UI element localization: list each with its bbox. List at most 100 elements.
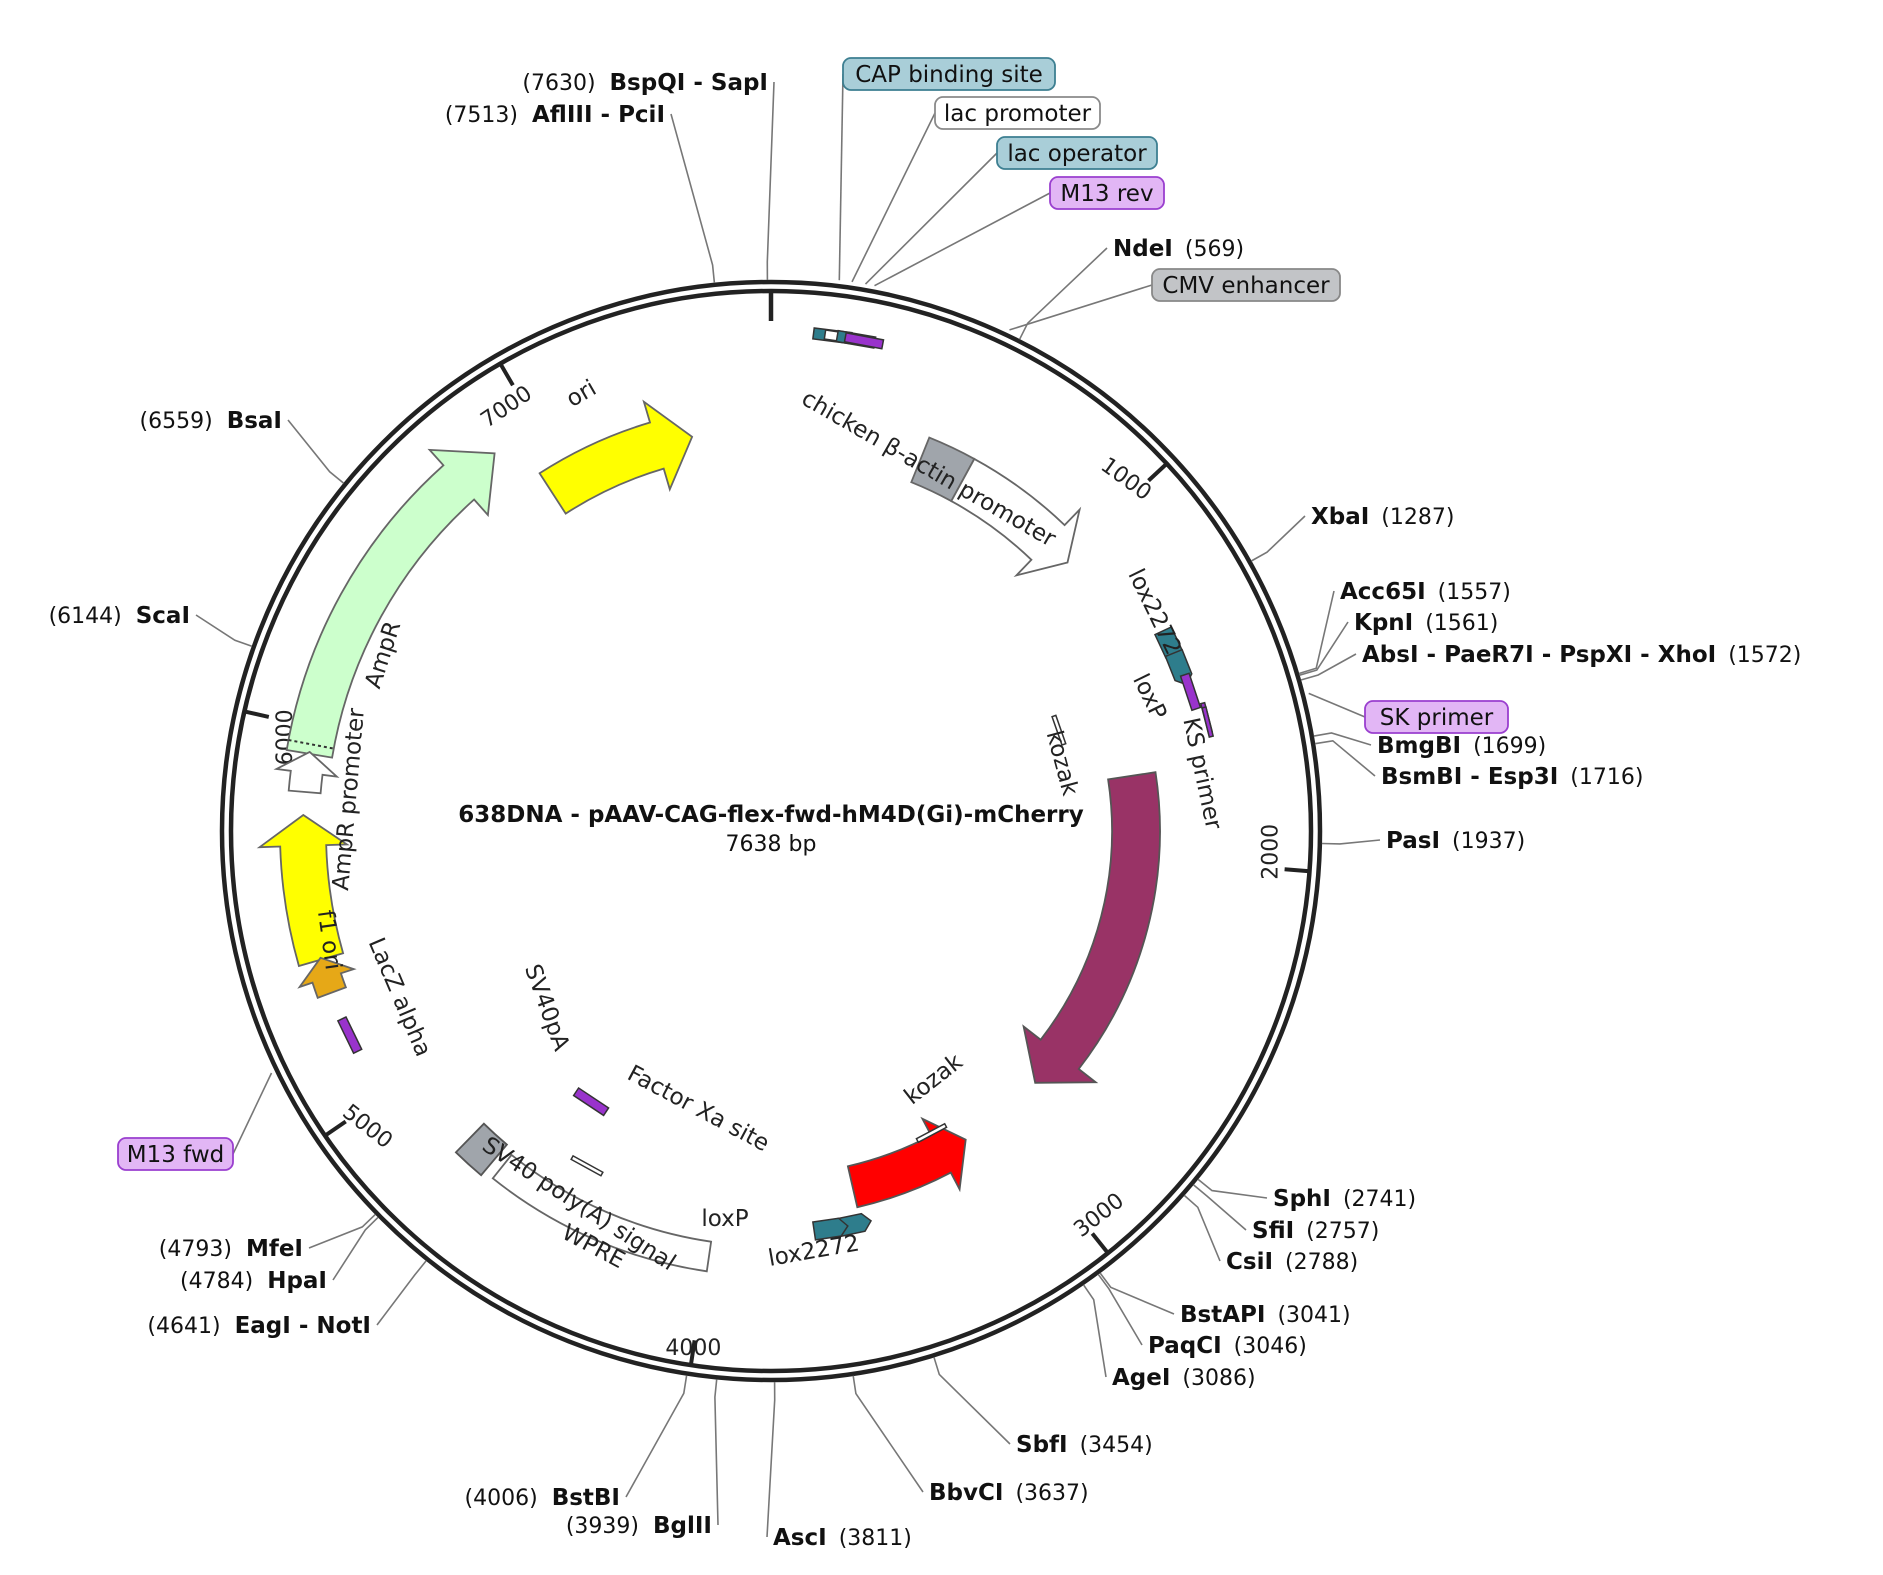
site-position: (3454) xyxy=(1080,1433,1153,1458)
site-label: (3939) BglII xyxy=(566,1513,712,1539)
site-label: (4793)MfeI xyxy=(159,1236,303,1262)
site-leader xyxy=(1097,1273,1143,1346)
site-position: (569) xyxy=(1185,237,1244,262)
sv40pa-mark xyxy=(572,1086,610,1117)
wpre-box xyxy=(491,1153,713,1273)
dreadd-arrow xyxy=(1022,771,1161,1084)
m13-fwd-mark xyxy=(336,1015,363,1055)
site-leader xyxy=(714,1379,719,1526)
site-leader xyxy=(1197,1178,1268,1199)
site-leader xyxy=(195,614,253,648)
site-position: (1561) xyxy=(1425,611,1498,636)
lacz-alpha-arrow xyxy=(297,956,357,999)
loxp-bottom-label: loxP xyxy=(701,1206,748,1232)
lacz-alpha-label: LacZ alpha xyxy=(363,934,436,1061)
callout-leader xyxy=(864,152,998,285)
backbone-outer xyxy=(219,279,1323,1383)
kozak-bottom-mark xyxy=(915,1122,948,1144)
site-leader xyxy=(852,1375,924,1493)
site-position: (4784) xyxy=(180,1269,253,1294)
site-label: XbaI(1287) xyxy=(1311,504,1454,530)
tick-mark xyxy=(1284,867,1310,874)
callout-label: CAP binding site xyxy=(855,62,1043,88)
site-name: PaqCI xyxy=(1148,1333,1222,1359)
site-label: PasI(1937) xyxy=(1386,828,1525,854)
site-leader xyxy=(625,1375,688,1498)
site-label: SphI(2741) xyxy=(1273,1186,1416,1212)
callout-box xyxy=(996,136,1158,170)
site-position: (3939) xyxy=(566,1514,639,1539)
tick-label: 4000 xyxy=(665,1336,721,1361)
site-leader xyxy=(1250,515,1306,562)
site-label: (7513)AflIII - PciI xyxy=(445,102,665,128)
small-features xyxy=(336,327,1215,1241)
tick-label: 5000 xyxy=(338,1100,398,1154)
site-leader xyxy=(287,419,345,484)
site-label: BmgBI (1699) xyxy=(1377,733,1546,759)
site-name: SfiI xyxy=(1252,1218,1294,1244)
site-name: BmgBI xyxy=(1377,733,1461,759)
f1-ori-arrow xyxy=(256,813,350,968)
site-position: (1716) xyxy=(1570,765,1643,790)
site-position: (7630) xyxy=(522,71,595,96)
kozak-top-mark xyxy=(1051,714,1067,746)
ampr-dotted-line xyxy=(288,739,334,750)
site-label: AscI(3811) xyxy=(773,1525,912,1551)
callout-box xyxy=(1151,268,1341,302)
tick-label: 2000 xyxy=(1259,824,1284,880)
site-name: BsmBI - Esp3I xyxy=(1381,764,1558,790)
site-label: SbfI(3454) xyxy=(1016,1432,1153,1458)
site-label: AgeI(3086) xyxy=(1112,1365,1256,1391)
callout-label: CMV enhancer xyxy=(1162,273,1330,299)
site-label: AbsI - PaeR7I - PspXI - XhoI(1572) xyxy=(1362,642,1801,668)
site-position: (3637) xyxy=(1015,1481,1088,1506)
site-leader xyxy=(1082,1284,1107,1378)
callout-box xyxy=(117,1137,234,1171)
ks-primer-label: KS primer xyxy=(1177,715,1226,832)
feature-arcs xyxy=(256,399,1161,1273)
ampr-arrow xyxy=(285,448,496,759)
site-leader xyxy=(1313,732,1372,746)
callout-leader xyxy=(1009,284,1153,331)
map-size: 7638 bp xyxy=(726,832,817,857)
site-name: CsiI xyxy=(1226,1249,1273,1275)
tick-mark xyxy=(1090,1232,1110,1255)
loxp-bottom-mark-shape xyxy=(812,1217,849,1241)
site-label: BsmBI - Esp3I (1716) xyxy=(1381,764,1643,790)
site-label: (4784)HpaI xyxy=(180,1268,327,1294)
callout-label: M13 fwd xyxy=(127,1142,225,1168)
map-title: 638DNA - pAAV-CAG-flex-fwd-hM4D(Gi)-mChe… xyxy=(458,802,1083,828)
tick-mark xyxy=(498,362,515,387)
site-label: (6559)BsaI xyxy=(140,408,282,434)
kozak-top-label: kozak xyxy=(1041,728,1083,799)
site-leader xyxy=(1298,590,1335,675)
kozak-bottom-label: kozak xyxy=(900,1048,969,1110)
tick-mark xyxy=(688,1340,697,1366)
site-label: Acc65I(1557) xyxy=(1340,579,1511,605)
site-name: PasI xyxy=(1386,828,1440,854)
site-label: (4641)EagI - NotI xyxy=(147,1313,371,1339)
chicken-promoter-arrow xyxy=(950,457,1082,578)
tick-mark xyxy=(1147,462,1169,483)
sv40pa-label: SV40pA xyxy=(519,961,574,1055)
site-name: XbaI xyxy=(1311,504,1369,530)
site-label: (7630)BspQI - SapI xyxy=(522,70,768,96)
site-name: MfeI xyxy=(246,1236,303,1262)
ori-arrow xyxy=(538,399,694,515)
site-leader xyxy=(933,1357,1011,1445)
site-leader xyxy=(1299,621,1349,676)
site-leader xyxy=(332,1216,379,1281)
tick-label: 1000 xyxy=(1096,453,1156,506)
site-name: BsaI xyxy=(227,408,282,434)
tick-mark xyxy=(243,709,270,719)
callout-label: lac operator xyxy=(1007,141,1147,167)
site-label: BstAPI(3041) xyxy=(1180,1302,1351,1328)
callout-box xyxy=(1364,700,1509,734)
mcherry-label: mCherry xyxy=(899,1231,1000,1297)
lox2272-bottom-label: lox2272 xyxy=(766,1230,861,1272)
site-position: (1699) xyxy=(1473,734,1546,759)
site-name: BglII xyxy=(653,1513,712,1539)
site-label: KpnI(1561) xyxy=(1354,610,1498,636)
